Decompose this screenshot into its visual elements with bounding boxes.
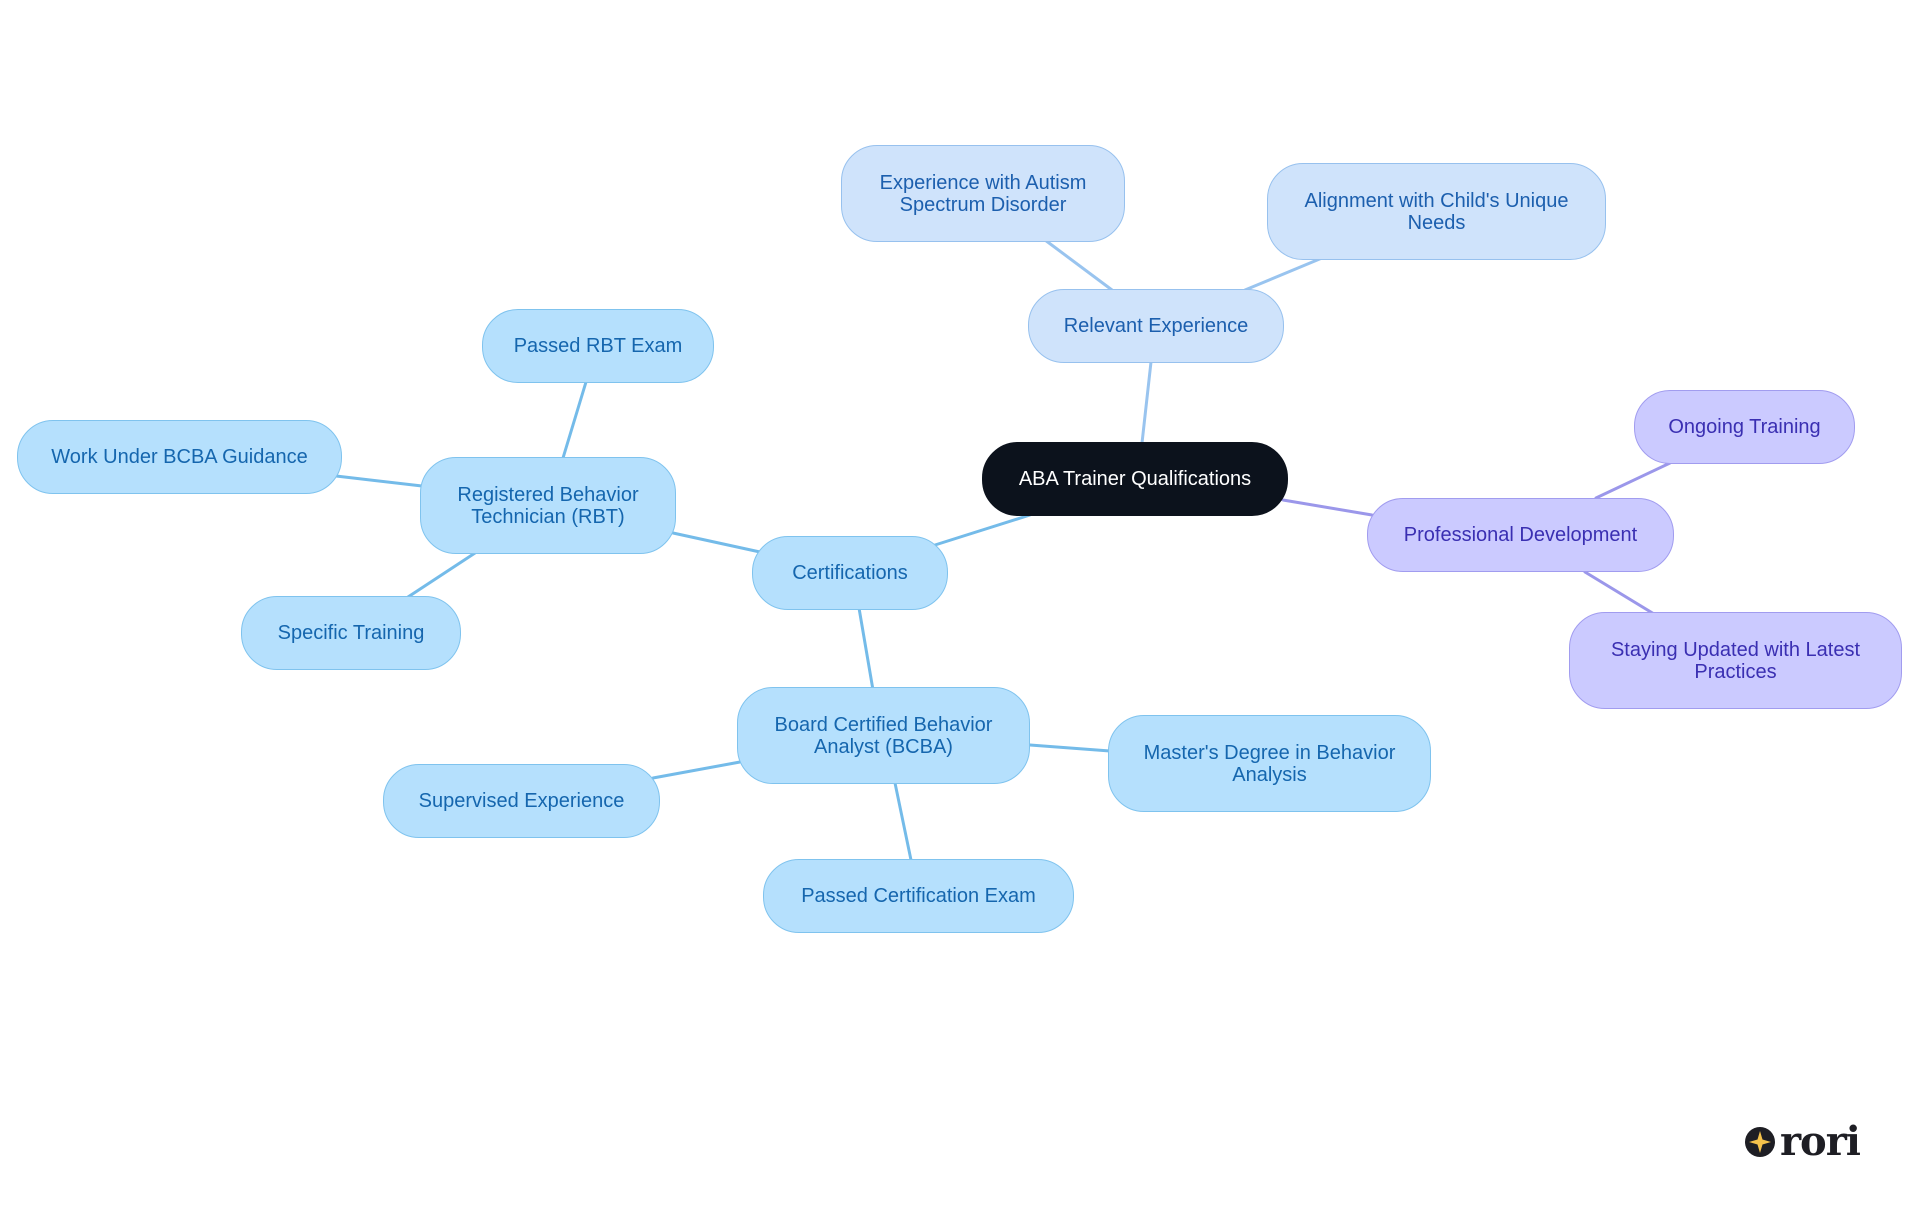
edge-rbt-passed-exam xyxy=(561,380,588,460)
root-node[interactable]: ABA Trainer Qualifications xyxy=(982,442,1288,516)
node-work-under-bcba-guidance[interactable]: Work Under BCBA Guidance xyxy=(17,420,342,494)
edge-certifications-bcba xyxy=(857,606,875,692)
edge-root-certifications xyxy=(933,513,1032,547)
edge-bcba-supervised xyxy=(651,760,742,780)
node-staying-updated[interactable]: Staying Updated with Latest Practices xyxy=(1569,612,1902,709)
edge-professional-ongoing xyxy=(1594,461,1672,500)
edge-experience-alignment xyxy=(1243,256,1324,292)
node-passed-certification-exam[interactable]: Passed Certification Exam xyxy=(763,859,1074,933)
edge-root-experience xyxy=(1140,360,1153,445)
edge-bcba-masters xyxy=(1028,743,1112,753)
edge-professional-staying-updated xyxy=(1583,570,1656,616)
node-autism-experience[interactable]: Experience with Autism Spectrum Disorder xyxy=(841,145,1125,242)
edge-rbt-bcba-guidance xyxy=(334,474,424,488)
edge-rbt-specific-training xyxy=(406,551,477,599)
node-bcba[interactable]: Board Certified Behavior Analyst (BCBA) xyxy=(737,687,1030,784)
node-rbt[interactable]: Registered Behavior Technician (RBT) xyxy=(420,457,676,554)
edge-bcba-certification-exam xyxy=(893,781,913,862)
node-relevant-experience[interactable]: Relevant Experience xyxy=(1028,289,1284,363)
sparkle-icon xyxy=(1744,1126,1775,1157)
edge-certifications-rbt xyxy=(671,531,762,554)
node-specific-training[interactable]: Specific Training xyxy=(241,596,461,670)
node-ongoing-training[interactable]: Ongoing Training xyxy=(1634,390,1855,464)
node-child-needs-alignment[interactable]: Alignment with Child's Unique Needs xyxy=(1267,163,1606,260)
node-masters-degree[interactable]: Master's Degree in Behavior Analysis xyxy=(1108,715,1431,812)
logo-wordmark: rori xyxy=(1779,1118,1861,1165)
node-supervised-experience[interactable]: Supervised Experience xyxy=(383,764,660,838)
node-professional-development[interactable]: Professional Development xyxy=(1367,498,1674,572)
node-passed-rbt-exam[interactable]: Passed RBT Exam xyxy=(482,309,714,383)
node-certifications[interactable]: Certifications xyxy=(752,536,948,610)
edge-root-professional xyxy=(1281,498,1374,517)
brand-logo: rori xyxy=(1744,1118,1861,1165)
edge-experience-autism xyxy=(1043,238,1114,292)
